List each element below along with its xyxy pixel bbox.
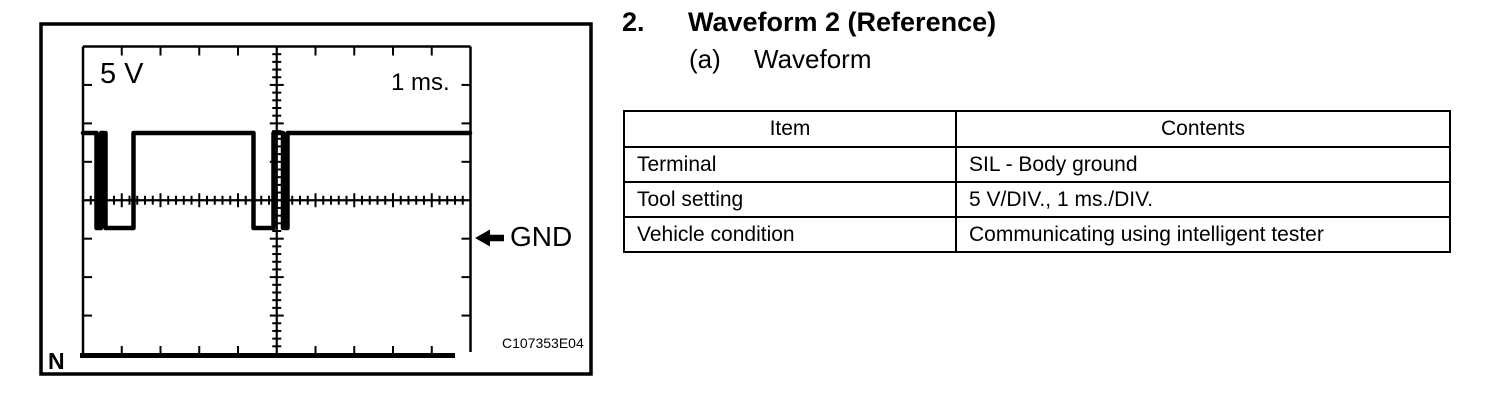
item-cell: Vehicle condition [623, 216, 957, 253]
table-row: Terminal SIL - Body ground [623, 146, 1451, 183]
table-row: Tool setting 5 V/DIV., 1 ms./DIV. [623, 181, 1451, 218]
trace-id-label: N [48, 348, 65, 374]
figure-code: C107353E04 [502, 335, 584, 351]
waveform-figure [39, 22, 593, 376]
item-column-header: Item [623, 110, 957, 148]
figure-border [39, 22, 593, 376]
sub-item-letter: (a) [689, 44, 721, 74]
waveform-trace [80, 130, 473, 231]
contents-cell: SIL - Body ground [955, 146, 1451, 183]
spec-table: Item Contents Terminal SIL - Body ground… [623, 110, 1451, 253]
contents-cell: Communicating using intelligent tester [955, 216, 1451, 253]
scope-grid [80, 45, 472, 358]
section-title: Waveform 2 (Reference) [688, 7, 997, 37]
gnd-label: GND [510, 221, 573, 252]
sub-item-title: Waveform [754, 44, 872, 74]
table-header-row: Item Contents [623, 110, 1451, 148]
contents-cell: 5 V/DIV., 1 ms./DIV. [955, 181, 1451, 218]
gnd-arrow-icon [475, 229, 504, 247]
grid-ticks [83, 46, 471, 355]
section-number: 2. [622, 7, 645, 37]
item-cell: Tool setting [623, 181, 957, 218]
time-per-div-label: 1 ms. [391, 69, 450, 96]
volt-per-div-label: 5 V [100, 58, 144, 90]
table-row: Vehicle condition Communicating using in… [623, 216, 1451, 253]
contents-column-header: Contents [955, 110, 1451, 148]
item-cell: Terminal [623, 146, 957, 183]
